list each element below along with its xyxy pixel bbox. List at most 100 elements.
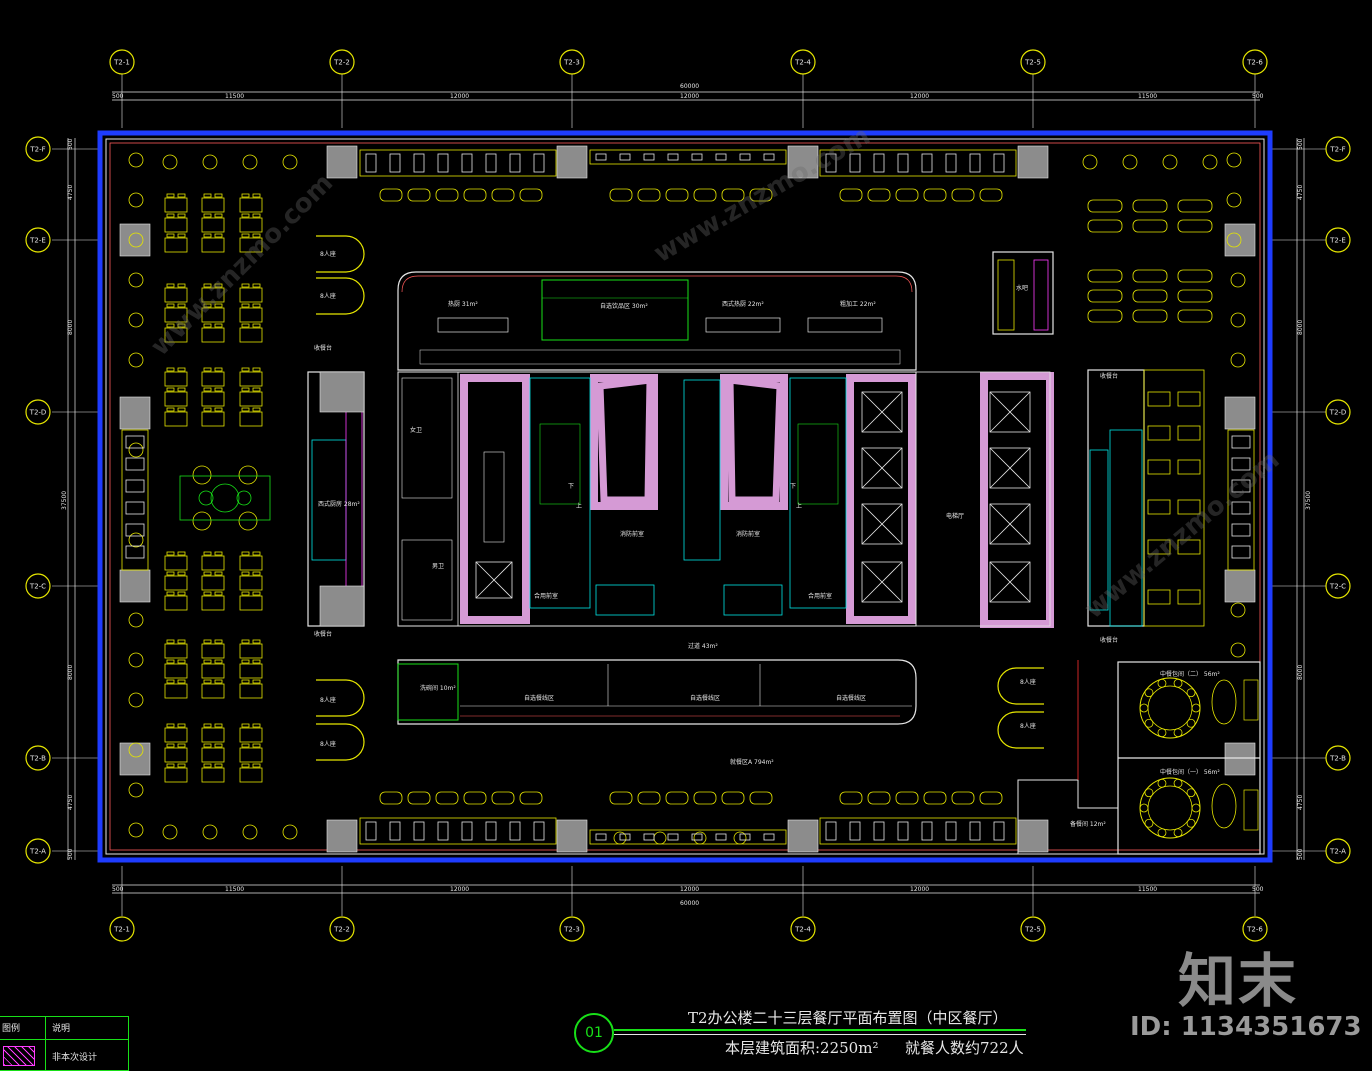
round-table <box>128 612 144 628</box>
room-label-dishwash: 洗碗间 10m² <box>420 684 456 692</box>
four-seat-table <box>239 371 263 387</box>
booth-seat <box>316 235 365 273</box>
bench-seat <box>897 153 909 173</box>
bench-table <box>359 149 557 177</box>
svg-text:T2-E: T2-E <box>1329 237 1346 245</box>
chair <box>214 591 223 596</box>
round-table <box>1226 192 1242 208</box>
round-table <box>128 782 144 798</box>
chair <box>214 283 223 288</box>
chair <box>203 679 212 684</box>
chair <box>203 551 212 556</box>
round-table <box>128 312 144 328</box>
bench-seat <box>437 821 449 841</box>
six-seat-table <box>1132 219 1168 233</box>
chair <box>252 233 261 238</box>
bench-table <box>359 817 557 845</box>
round-table <box>128 692 144 708</box>
four-seat-table <box>1177 539 1201 555</box>
svg-text:T2-3: T2-3 <box>563 59 580 67</box>
bench-seat <box>485 821 497 841</box>
dim-bottom-4: 12000 <box>680 886 699 893</box>
chair <box>177 323 186 328</box>
four-seat-table <box>1147 391 1171 407</box>
round-table <box>128 272 144 288</box>
drawing-title: T2办公楼二十三层餐厅平面布置图（中区餐厅） <box>688 1009 1008 1027</box>
four-seat-table <box>164 411 188 427</box>
long-table <box>665 188 689 202</box>
bench-seat <box>825 821 837 841</box>
round-table <box>238 511 258 531</box>
round-table <box>282 824 298 840</box>
round-table <box>1230 312 1246 328</box>
grid-bubble-top: T2-1 <box>109 49 135 75</box>
four-seat-table <box>164 747 188 763</box>
chair <box>1144 688 1154 698</box>
chair <box>252 659 261 664</box>
four-seat-table <box>1147 459 1171 475</box>
chair <box>1186 818 1196 828</box>
long-table <box>979 791 1003 805</box>
bench-table <box>1227 429 1255 571</box>
bench-seat <box>125 501 145 515</box>
bench-seat <box>1231 501 1251 515</box>
room-label-womens-wc: 女卫 <box>410 426 422 434</box>
long-table <box>839 188 863 202</box>
four-seat-table <box>1177 391 1201 407</box>
room-label-hot-kitchen: 热厨 31m² <box>448 300 478 308</box>
bench-seat <box>125 545 145 559</box>
chair <box>1186 688 1196 698</box>
four-seat-table <box>164 391 188 407</box>
chair <box>241 571 250 576</box>
chair <box>203 743 212 748</box>
six-seat-table <box>1087 309 1123 323</box>
chair <box>203 763 212 768</box>
svg-text:T2-5: T2-5 <box>1024 59 1041 67</box>
chair <box>241 367 250 372</box>
chair <box>177 213 186 218</box>
long-table <box>637 188 661 202</box>
chair <box>214 679 223 684</box>
chair <box>166 743 175 748</box>
bench-seat <box>485 153 497 173</box>
bench-seat <box>945 153 957 173</box>
dim-bottom-5: 12000 <box>910 886 929 893</box>
round-table <box>128 192 144 208</box>
four-seat-table <box>239 237 263 253</box>
four-seat-table <box>164 555 188 571</box>
dim-left-1: 500 <box>67 138 74 150</box>
svg-text:T2-B: T2-B <box>1329 755 1346 763</box>
grid-bubble-top: T2-6 <box>1242 49 1268 75</box>
chair <box>166 659 175 664</box>
chair <box>214 233 223 238</box>
round-table <box>162 154 178 170</box>
room-label-fire-lobby-2: 消防前室 <box>736 530 760 538</box>
dim-left-6: 4750 <box>67 795 74 810</box>
bench-seat <box>739 833 751 841</box>
svg-text:T2-5: T2-5 <box>1024 926 1041 934</box>
round-table <box>128 822 144 838</box>
booth-label-2: 8人座 <box>320 292 336 300</box>
round-table <box>1202 154 1218 170</box>
chair <box>203 723 212 728</box>
bench-seat <box>643 833 655 841</box>
dining-furniture <box>121 149 1255 845</box>
chair <box>1191 703 1201 713</box>
six-seat-table <box>1132 199 1168 213</box>
long-table <box>519 791 543 805</box>
long-table <box>867 791 891 805</box>
round-table <box>1082 154 1098 170</box>
drawing-title-block: 01 T2办公楼二十三层餐厅平面布置图（中区餐厅） 本层建筑面积:2250m² … <box>572 1005 1032 1069</box>
bench-seat <box>365 153 377 173</box>
bench-seat <box>715 833 727 841</box>
grid-bubble-bottom: T2-5 <box>1020 916 1046 942</box>
long-table <box>895 791 919 805</box>
chair <box>252 679 261 684</box>
four-seat-table <box>1147 539 1171 555</box>
four-seat-table <box>201 237 225 253</box>
chair <box>203 283 212 288</box>
chair <box>252 763 261 768</box>
round-table <box>1122 154 1138 170</box>
four-seat-table <box>239 555 263 571</box>
dim-left-4: 37500 <box>61 491 68 510</box>
